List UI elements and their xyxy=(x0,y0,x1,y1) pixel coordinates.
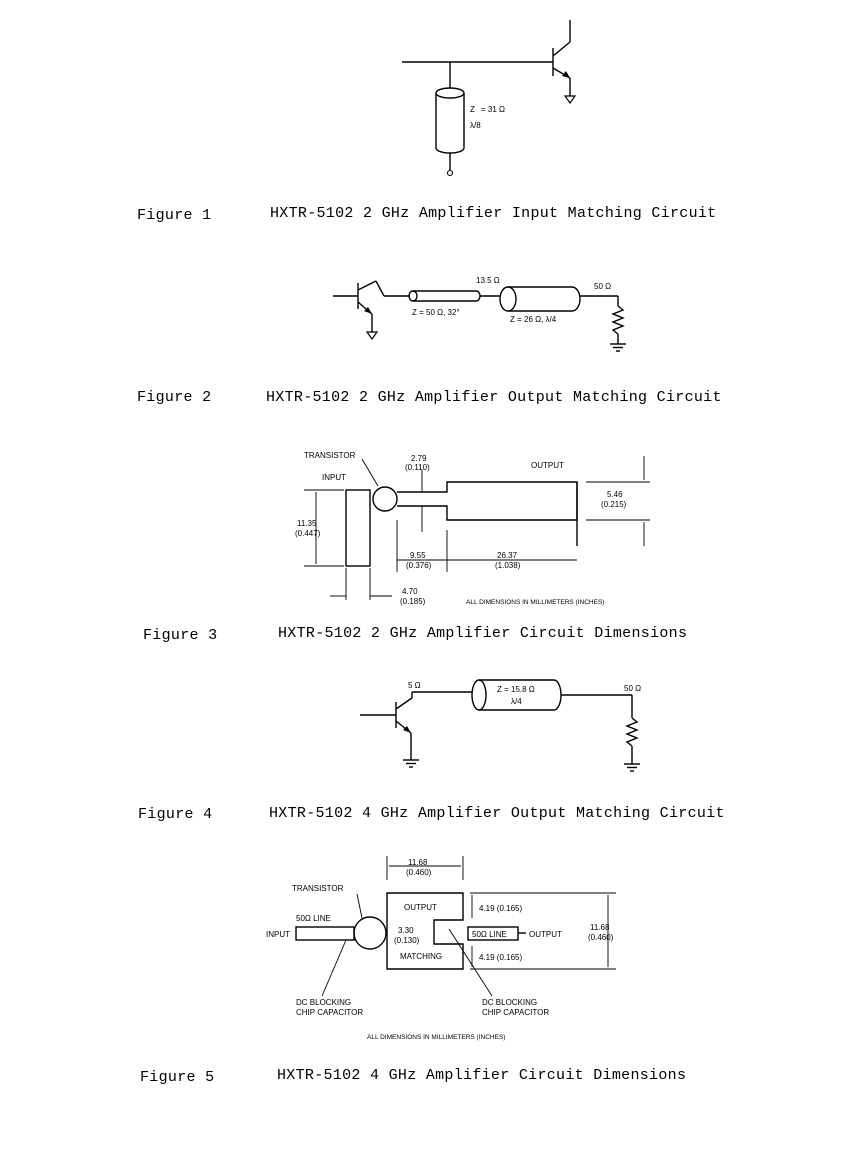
dim-gap: 2.79 xyxy=(411,454,427,463)
ground-icon xyxy=(563,95,577,105)
dim-upper: 4.19 (0.165) xyxy=(479,904,522,913)
dim-len2: 26.37 xyxy=(497,551,518,560)
output-label: OUTPUT xyxy=(529,930,562,939)
load-label: 50 Ω xyxy=(624,684,641,693)
input-pad xyxy=(345,489,371,567)
figure-4-number: Figure 4 xyxy=(138,806,212,823)
dim-out-width: 5.46 xyxy=(607,490,623,499)
figure-5-number: Figure 5 xyxy=(140,1069,214,1086)
dc-block-right-1: DC BLOCKING xyxy=(482,998,537,1007)
dc-block-right-2: CHIP CAPACITOR xyxy=(482,1008,549,1017)
figure-2-caption: HXTR-5102 2 GHz Amplifier Output Matchin… xyxy=(266,389,722,406)
dim-len1: 9.55 xyxy=(410,551,426,560)
figure-5-caption: HXTR-5102 4 GHz Amplifier Circuit Dimens… xyxy=(277,1067,686,1084)
dim-gap-in: (0.110) xyxy=(405,463,430,472)
figure-1: Z = 31 Ω λ/8 xyxy=(402,20,577,177)
dim-out-width-in: (0.215) xyxy=(601,500,627,509)
dimensions-note: ALL DIMENSIONS IN MILLIMETERS (INCHES) xyxy=(466,599,604,606)
line-label: Z = 15.8 Ω xyxy=(497,685,535,694)
source-label: 5 Ω xyxy=(408,681,421,690)
matching-network xyxy=(386,892,464,970)
input-line xyxy=(295,926,355,941)
transistor-circle xyxy=(372,486,398,512)
transmission-line xyxy=(471,679,562,711)
figure-5: 11.68 (0.460) TRANSISTOR OUTPUT 3.30 (0.… xyxy=(266,856,616,1041)
output-label: OUTPUT xyxy=(531,461,564,470)
load-resistor xyxy=(611,305,625,335)
figure-4: 5 Ω Z = 15.8 Ω λ/4 50 Ω xyxy=(360,679,641,772)
input-label: INPUT xyxy=(266,930,290,939)
dim-gap: 3.30 xyxy=(398,926,414,935)
dim-len1-in: (0.376) xyxy=(406,561,432,570)
figure-4-caption: HXTR-5102 4 GHz Amplifier Output Matchin… xyxy=(269,805,725,822)
output-line xyxy=(397,481,578,521)
dim-in-width: 4.70 xyxy=(402,587,418,596)
dimensions-note: ALL DIMENSIONS IN MILLIMETERS (INCHES) xyxy=(367,1034,505,1041)
figure-1-number: Figure 1 xyxy=(137,207,211,224)
line-in-label: 50Ω LINE xyxy=(296,914,331,923)
stub-impedance-label: Z xyxy=(470,105,475,114)
output-box-label: OUTPUT xyxy=(404,903,437,912)
transmission-line-2 xyxy=(499,286,581,312)
matching-box-label: MATCHING xyxy=(400,952,442,961)
dim-width-top-in: (0.460) xyxy=(406,868,432,877)
input-label: INPUT xyxy=(322,473,346,482)
dim-gap-in: (0.130) xyxy=(394,936,420,945)
transmission-line-1 xyxy=(408,290,481,302)
figure-3-number: Figure 3 xyxy=(143,627,217,644)
dim-lower: 4.19 (0.165) xyxy=(479,953,522,962)
dim-height-in: (0.460) xyxy=(588,933,614,942)
stub-length-label: λ/8 xyxy=(470,121,481,130)
line-out-label: 50Ω LINE xyxy=(472,930,507,939)
transmission-line-stub xyxy=(435,87,465,154)
load-resistor xyxy=(625,717,639,747)
transistor-circle xyxy=(353,916,387,950)
dim-height: 11.35 xyxy=(297,519,317,528)
transistor-label: TRANSISTOR xyxy=(304,451,356,460)
figure-2: 13.5 Ω 50 Ω Z = 50 Ω, 32° Z = 26 Ω, λ/4 xyxy=(333,276,626,352)
ground-icon xyxy=(365,331,379,341)
dim-in-width-in: (0.185) xyxy=(400,597,426,606)
dim-height-in: (0.447) xyxy=(295,529,321,538)
line-length-label: λ/4 xyxy=(511,697,522,706)
figure-3-caption: HXTR-5102 2 GHz Amplifier Circuit Dimens… xyxy=(278,625,687,642)
dc-block-left-2: CHIP CAPACITOR xyxy=(296,1008,363,1017)
figure-1-caption: HXTR-5102 2 GHz Amplifier Input Matching… xyxy=(270,205,716,222)
dim-len2-in: (1.038) xyxy=(495,561,521,570)
transistor-collector xyxy=(552,41,571,57)
figure-2-number: Figure 2 xyxy=(137,389,211,406)
load-label: 50 Ω xyxy=(594,282,611,291)
line2-label: Z = 26 Ω, λ/4 xyxy=(510,315,557,324)
stub-value-label: = 31 Ω xyxy=(481,105,505,114)
mid-impedance-label: 13.5 Ω xyxy=(476,276,500,285)
line1-label: Z = 50 Ω, 32° xyxy=(412,308,460,317)
dim-height: 11.68 xyxy=(590,923,610,932)
transistor-label: TRANSISTOR xyxy=(292,884,344,893)
dim-width-top: 11.68 xyxy=(408,858,428,867)
figure-3: TRANSISTOR INPUT OUTPUT 2.79 (0.110) 11.… xyxy=(295,451,650,606)
dc-block-left-1: DC BLOCKING xyxy=(296,998,351,1007)
